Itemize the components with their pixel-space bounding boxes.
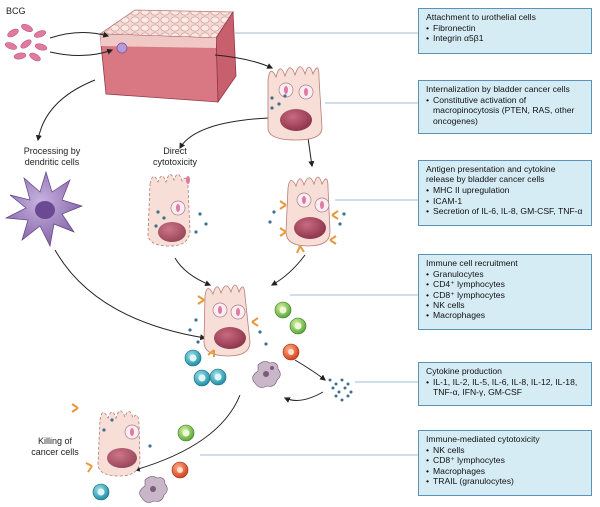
info-box-internalization: Internalization by bladder cancer cells … [418, 80, 592, 134]
info-box-title: Internalization by bladder cancer cells [426, 84, 570, 94]
info-box-item: CD4⁺ lymphocytes [426, 279, 585, 289]
immune-cells [92, 301, 307, 503]
info-box-item: NK cells [426, 300, 585, 310]
info-box-item: Integrin α5β1 [426, 33, 585, 43]
info-box-item: Macrophages [426, 310, 585, 320]
info-box-item: IL-1, IL-2, IL-5, IL-6, IL-8, IL-12, IL-… [426, 377, 585, 397]
info-box-item: CD8⁺ lymphocytes [426, 455, 585, 465]
info-box-title: Cytokine production [426, 366, 502, 376]
label-processing-dendritic: Processing by dendritic cells [23, 146, 81, 167]
info-box-title: Antigen presentation and cytokine releas… [426, 164, 556, 185]
info-box-item: Fibronectin [426, 23, 585, 33]
info-box-cytotoxicity: Immune-mediated cytotoxicity NK cells CD… [418, 430, 592, 496]
cytokine-particles [102, 94, 353, 448]
info-box-item: Constitutive activation of macropinocyto… [426, 95, 585, 126]
dying-cell-direct [147, 173, 191, 247]
dendritic-cell [4, 170, 84, 248]
info-box-item: Secretion of IL-6, IL-8, GM-CSF, TNF-α [426, 206, 585, 216]
info-box-item: ICAM-1 [426, 196, 585, 206]
killing-cell [71, 403, 141, 477]
recruitment-cell [197, 284, 259, 357]
info-box-antigen: Antigen presentation and cytokine releas… [418, 160, 592, 226]
info-box-item: Macrophages [426, 466, 585, 476]
bcg-bacilli [5, 24, 48, 62]
pathway-arrows [35, 31, 326, 472]
info-box-attachment: Attachment to urothelial cells Fibronect… [418, 8, 592, 54]
info-box-recruitment: Immune cell recruitment Granulocytes CD4… [418, 254, 592, 330]
urothelium-block [98, 9, 237, 104]
internalizing-cell [267, 66, 323, 141]
info-box-item: MHC II upregulation [426, 185, 585, 195]
box-connectors [200, 32, 418, 456]
info-box-title: Immune-mediated cytotoxicity [426, 434, 540, 444]
antigen-presenting-cell [279, 176, 339, 254]
label-direct-cytotoxicity: Direct cytotoxicity [152, 146, 197, 167]
label-killing: Killing of cancer cells [31, 436, 79, 457]
info-box-cytokine: Cytokine production IL-1, IL-2, IL-5, IL… [418, 362, 592, 406]
label-bcg: BCG [6, 6, 26, 16]
info-box-item: TRAIL (granulocytes) [426, 476, 585, 486]
info-box-item: Granulocytes [426, 269, 585, 279]
info-box-title: Attachment to urothelial cells [426, 12, 536, 22]
info-box-item: NK cells [426, 445, 585, 455]
info-box-item: CD8⁺ lymphocytes [426, 290, 585, 300]
info-box-title: Immune cell recruitment [426, 258, 518, 268]
